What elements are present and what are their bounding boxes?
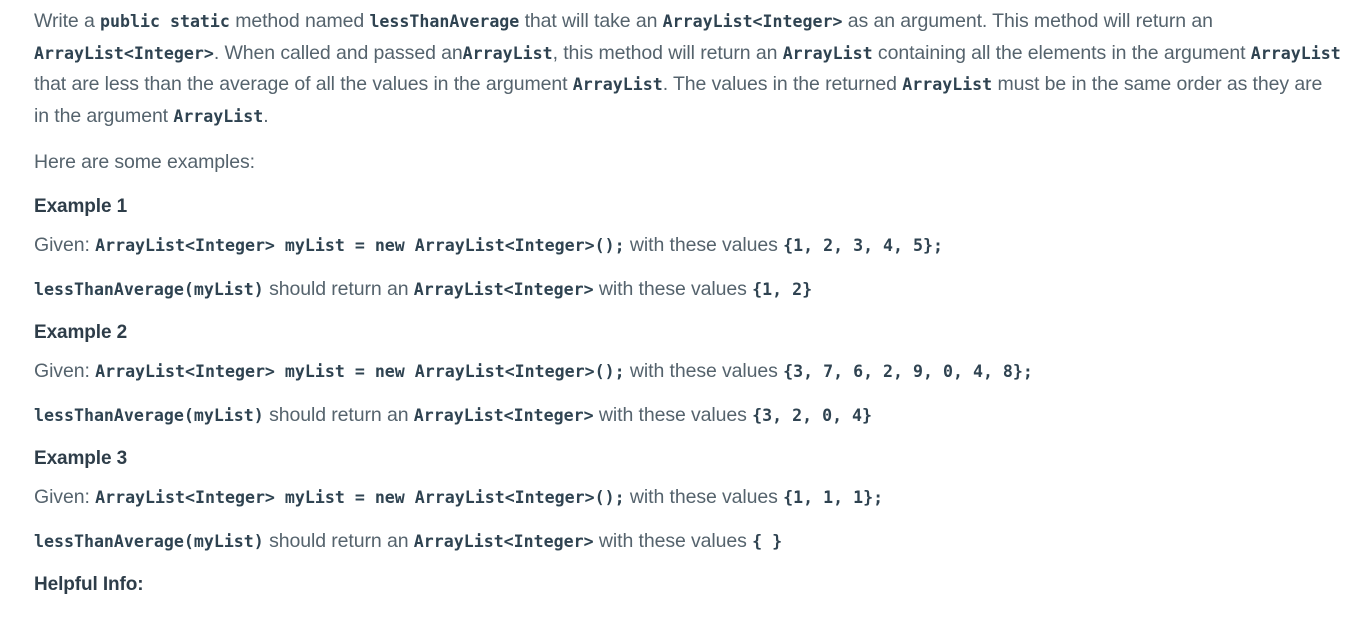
- with-values-label-1: with these values: [629, 233, 778, 256]
- intro-text-11: .: [263, 104, 269, 127]
- result-return-type-1: ArrayList<Integer>: [413, 279, 594, 299]
- intro-code-arraylist-1: ArrayList: [462, 43, 553, 63]
- intro-code-arraylist-4: ArrayList: [572, 75, 663, 95]
- result-call-3: lessThanAverage(myList): [34, 531, 264, 551]
- example-result-line-1: lessThanAverage(myList) should return an…: [34, 276, 1342, 303]
- helpful-info-heading: Helpful Info:: [34, 573, 144, 595]
- intro-text-9: . The values in the returned: [662, 73, 903, 96]
- result-with-values-label-1: with these values: [598, 277, 747, 300]
- intro-code-arraylist-integer-2: ArrayList<Integer>: [34, 43, 214, 63]
- given-semicolon-1: ;: [933, 235, 943, 255]
- intro-code-arraylist-3: ArrayList: [1250, 43, 1341, 63]
- intro-text-3: that will take an: [519, 10, 663, 32]
- intro-code-arraylist-integer-1: ArrayList<Integer>: [662, 12, 843, 31]
- intro-text-6: , this method will return an: [552, 41, 783, 64]
- result-output-values-2: {3, 2, 0, 4}: [752, 405, 873, 425]
- problem-statement: Write a public static method named lessT…: [34, 6, 1342, 132]
- given-semicolon-2: ;: [1022, 361, 1033, 381]
- result-output-values-1: {1, 2}: [752, 279, 813, 299]
- examples-intro: Here are some examples:: [34, 151, 255, 174]
- example-given-line-3: Given: ArrayList<Integer> myList = new A…: [34, 484, 1342, 511]
- example-heading-2: Example 2: [34, 321, 128, 343]
- intro-text-7: containing all the elements in the argum…: [872, 41, 1251, 64]
- result-suffix-2: should return an: [269, 403, 409, 426]
- example-given-line-2: Given: ArrayList<Integer> myList = new A…: [34, 358, 1342, 385]
- example-heading-1: Example 1: [34, 195, 128, 217]
- intro-text-4: as an argument. This method will return …: [842, 10, 1213, 32]
- intro-text-1: Write a: [34, 10, 101, 32]
- given-prefix-2: Given:: [34, 359, 90, 382]
- intro-code-arraylist-5: ArrayList: [902, 75, 993, 95]
- result-with-values-label-3: with these values: [598, 529, 747, 552]
- intro-text-2: method named: [229, 10, 370, 32]
- result-call-1: lessThanAverage(myList): [34, 279, 264, 299]
- given-prefix-1: Given:: [34, 233, 90, 256]
- given-declaration-3: ArrayList<Integer> myList = new ArrayLis…: [95, 487, 625, 507]
- result-suffix-1: should return an: [269, 277, 409, 300]
- result-return-type-3: ArrayList<Integer>: [413, 531, 594, 551]
- given-declaration-2: ArrayList<Integer> myList = new ArrayLis…: [95, 361, 625, 381]
- intro-text-8: that are less than the average of all th…: [34, 73, 573, 96]
- result-output-values-3: { }: [752, 531, 783, 551]
- given-semicolon-3: ;: [873, 487, 884, 507]
- given-input-values-3: {1, 1, 1}: [783, 487, 874, 507]
- intro-code-arraylist-2: ArrayList: [782, 43, 873, 63]
- example-block-3: Example 3 Given: ArrayList<Integer> myLi…: [34, 446, 1342, 555]
- example-result-line-3: lessThanAverage(myList) should return an…: [34, 528, 1342, 555]
- given-prefix-3: Given:: [34, 485, 90, 508]
- result-suffix-3: should return an: [269, 529, 409, 552]
- given-input-values-2: {3, 7, 6, 2, 9, 0, 4, 8}: [783, 361, 1023, 381]
- given-declaration-1: ArrayList<Integer> myList = new ArrayLis…: [95, 235, 625, 255]
- intro-text-10: must be in the same order as they are in…: [34, 73, 1323, 127]
- given-input-values-1: {1, 2, 3, 4, 5}: [783, 235, 933, 255]
- intro-text-5: . When called and passed an: [213, 41, 463, 64]
- intro-code-method-name: lessThanAverage: [369, 12, 520, 31]
- result-with-values-label-2: with these values: [598, 403, 747, 426]
- with-values-label-3: with these values: [629, 485, 778, 508]
- assignment-document: Write a public static method named lessT…: [34, 6, 1342, 595]
- result-call-2: lessThanAverage(myList): [34, 405, 264, 425]
- example-given-line-1: Given: ArrayList<Integer> myList = new A…: [34, 232, 1342, 259]
- example-block-2: Example 2 Given: ArrayList<Integer> myLi…: [34, 320, 1342, 429]
- with-values-label-2: with these values: [629, 359, 778, 382]
- intro-code-public-static: public static: [100, 12, 230, 31]
- example-result-line-2: lessThanAverage(myList) should return an…: [34, 402, 1342, 429]
- result-return-type-2: ArrayList<Integer>: [413, 405, 594, 425]
- example-heading-3: Example 3: [34, 447, 128, 469]
- intro-code-arraylist-6: ArrayList: [173, 106, 264, 126]
- example-block-1: Example 1 Given: ArrayList<Integer> myLi…: [34, 194, 1342, 303]
